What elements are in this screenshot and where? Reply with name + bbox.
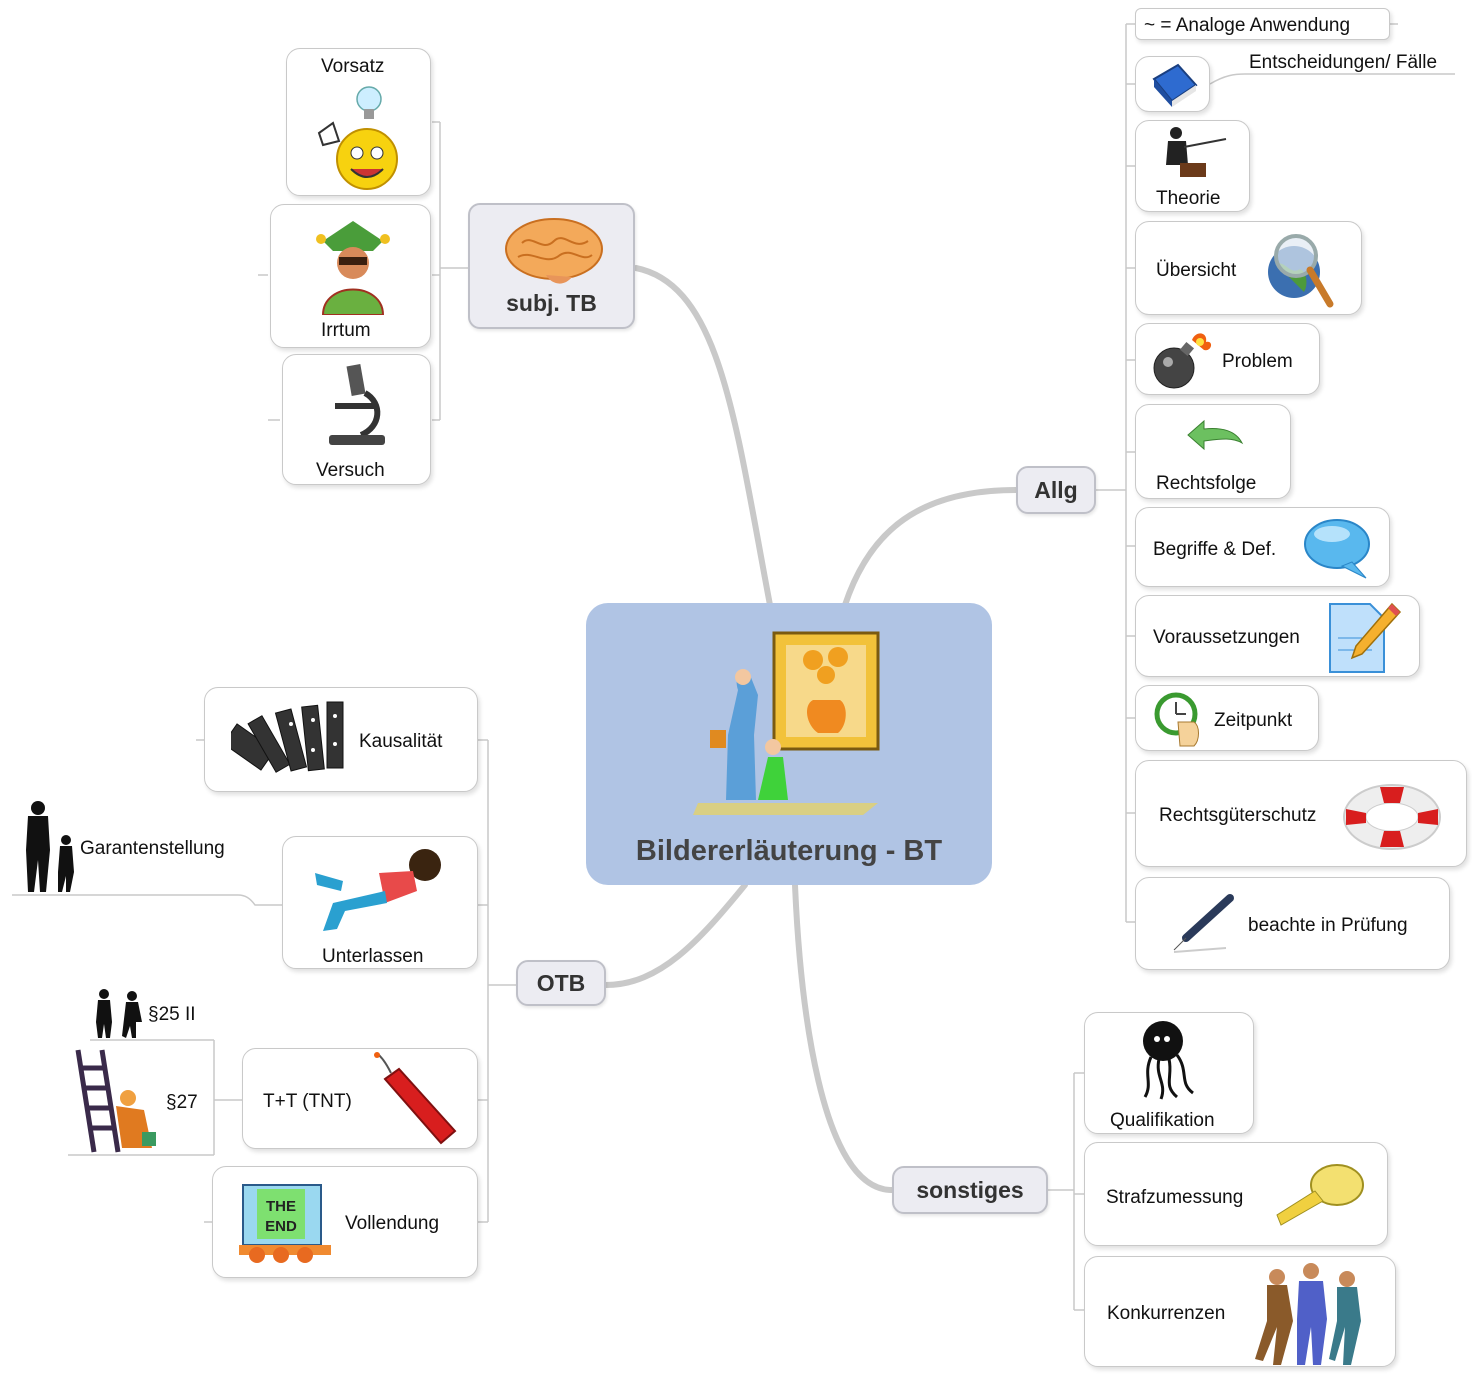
dynamite-icon — [374, 1052, 457, 1145]
node-label: Versuch — [316, 460, 385, 481]
node-label: Voraussetzungen — [1153, 627, 1300, 648]
node-zeitpunkt[interactable]: Zeitpunkt — [1135, 685, 1319, 751]
node-strafzumessung[interactable]: Strafzumessung — [1084, 1142, 1388, 1246]
node-analoge-anwendung[interactable]: ~ = Analoge Anwendung — [1135, 8, 1390, 40]
node-beachte-pruefung[interactable]: beachte in Prüfung — [1135, 877, 1450, 970]
book-icon — [1152, 63, 1198, 107]
garantenstellung-label: Garantenstellung — [80, 838, 225, 859]
the-end-film-icon: THE END — [239, 1184, 331, 1263]
node-label: T+T (TNT) — [263, 1091, 352, 1112]
node-label: beachte in Prüfung — [1248, 915, 1408, 936]
lifebuoy-icon — [1343, 784, 1441, 850]
microscope-icon — [329, 364, 385, 445]
lazy-person-icon — [315, 849, 441, 931]
node-label: Theorie — [1156, 188, 1221, 209]
branch-otb[interactable]: OTB — [516, 960, 606, 1006]
node-entscheidungen-label: Entscheidungen/ Fälle — [1249, 52, 1438, 73]
edit-document-icon — [1329, 602, 1402, 673]
node-irrtum[interactable]: Irrtum — [270, 204, 431, 348]
fighting-men-icon — [1255, 1263, 1361, 1365]
s27-label: §27 — [166, 1092, 198, 1113]
node-uebersicht[interactable]: Übersicht — [1135, 221, 1362, 315]
node-versuch[interactable]: Versuch — [282, 354, 431, 485]
node-kausalitaet[interactable]: Kausalität — [204, 687, 478, 792]
jester-icon — [316, 221, 390, 315]
node-theorie[interactable]: Theorie — [1135, 120, 1250, 212]
svg-text:END: END — [265, 1218, 297, 1235]
handshake-silhouette-icon — [96, 989, 142, 1038]
measuring-tape-icon — [1276, 1164, 1364, 1226]
node-label: Begriffe & Def. — [1153, 539, 1277, 560]
s25-label: §25 II — [148, 1004, 196, 1025]
node-label: Problem — [1222, 351, 1293, 372]
node-label: Strafzumessung — [1106, 1187, 1244, 1208]
bomb-icon — [1153, 333, 1212, 389]
central-title: Bildererläuterung - BT — [635, 835, 943, 867]
node-rechtsgueterschutz[interactable]: Rechtsgüterschutz — [1135, 760, 1467, 867]
octopus-icon — [1143, 1021, 1194, 1100]
clock-hand-icon — [1154, 692, 1199, 747]
globe-magnifier-icon — [1268, 234, 1334, 308]
node-label: Vollendung — [345, 1213, 440, 1234]
node-entscheidungen[interactable] — [1135, 56, 1210, 112]
branch-label: OTB — [536, 969, 586, 996]
branch-sonstiges[interactable]: sonstiges — [892, 1166, 1048, 1214]
dominoes-icon — [231, 701, 344, 773]
node-vorsatz[interactable]: Vorsatz — [286, 48, 431, 196]
central-topic[interactable]: Bildererläuterung - BT — [586, 603, 992, 885]
node-label: Rechtsfolge — [1156, 473, 1257, 494]
ladder-helper-icon — [75, 1049, 156, 1153]
node-label: Konkurrenzen — [1107, 1303, 1226, 1324]
museum-painting-icon — [693, 631, 880, 815]
speech-bubble-icon — [1304, 519, 1370, 579]
node-problem[interactable]: Problem — [1135, 323, 1320, 395]
node-rechtsfolge[interactable]: Rechtsfolge — [1135, 404, 1291, 499]
node-label: Übersicht — [1156, 260, 1237, 281]
svg-text:THE: THE — [266, 1198, 296, 1215]
branch-label: subj. TB — [506, 290, 597, 316]
node-begriffe[interactable]: Begriffe & Def. — [1135, 507, 1390, 587]
branch-allg[interactable]: Allg — [1016, 466, 1096, 514]
node-label: Vorsatz — [321, 56, 385, 77]
lecturer-icon — [1166, 127, 1227, 177]
node-qualifikation[interactable]: Qualifikation — [1084, 1012, 1254, 1134]
node-label: Rechtsgüterschutz — [1159, 805, 1317, 826]
node-konkurrenzen[interactable]: Konkurrenzen — [1084, 1256, 1396, 1367]
node-tt-tnt[interactable]: T+T (TNT) — [242, 1048, 478, 1149]
node-label: Qualifikation — [1110, 1110, 1215, 1131]
node-vollendung[interactable]: THE END Vollendung — [212, 1166, 478, 1278]
brain-icon — [505, 218, 603, 284]
branch-label: Allg — [1034, 476, 1078, 503]
lightbulb-smiley-icon — [317, 86, 398, 190]
undo-arrow-icon — [1187, 419, 1244, 451]
node-label: ~ = Analoge Anwendung — [1144, 15, 1351, 36]
branch-subj-tb[interactable]: subj. TB — [468, 203, 635, 329]
branch-label: sonstiges — [916, 1176, 1024, 1203]
node-unterlassen[interactable]: Unterlassen — [282, 836, 478, 969]
parent-child-silhouette-icon — [26, 801, 74, 892]
node-label: Kausalität — [359, 731, 443, 752]
fountain-pen-icon — [1173, 894, 1234, 953]
node-label: Unterlassen — [322, 946, 424, 967]
node-label: Zeitpunkt — [1214, 710, 1293, 731]
node-voraussetzungen[interactable]: Voraussetzungen — [1135, 595, 1420, 677]
node-label: Irrtum — [321, 320, 371, 341]
